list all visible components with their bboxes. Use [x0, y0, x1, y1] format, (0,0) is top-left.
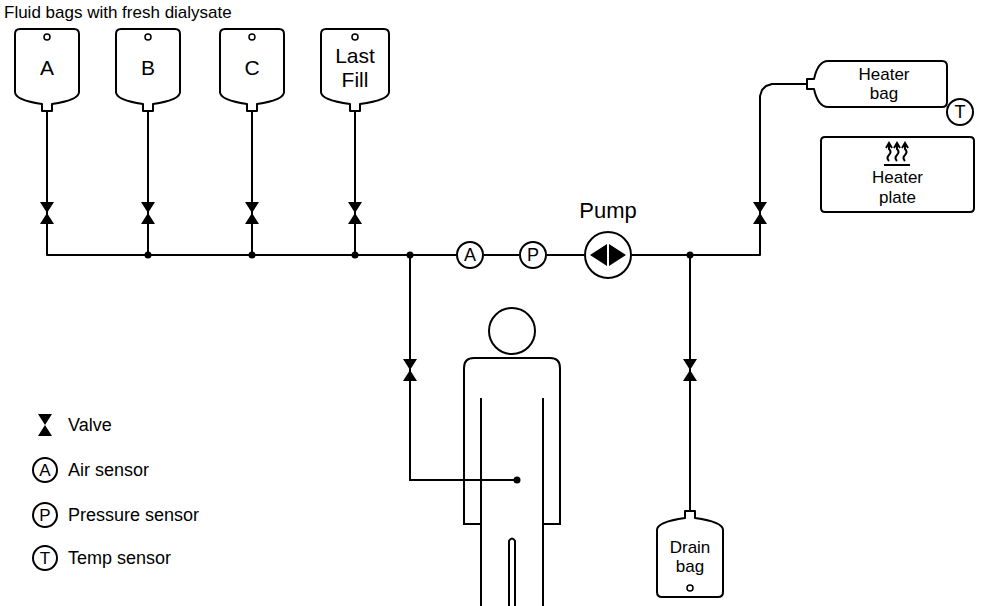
drain-bag-shape — [657, 511, 723, 597]
dialysate-bag: C — [219, 28, 285, 112]
sensor-letter: A — [30, 455, 60, 485]
air-sensor: A — [456, 241, 484, 269]
hanger-hole — [145, 34, 151, 40]
hanger-hole — [249, 34, 255, 40]
heat-base — [884, 164, 910, 166]
legend-sample — [30, 410, 60, 440]
catheter-dot — [514, 477, 521, 484]
heater-bag: Heater bagT — [806, 60, 948, 108]
heater-plate: Heater plate — [820, 136, 975, 213]
dialysate-bag-label: B — [141, 56, 155, 80]
pump-label: Pump — [579, 198, 636, 224]
heater-plate-label: Heater plate — [867, 168, 929, 206]
heater-bag-shape — [807, 61, 947, 107]
dialysate-bag: Last Fill — [320, 28, 390, 112]
patient-body — [464, 358, 560, 606]
air-sensor-circle — [457, 242, 483, 268]
legend-text: Pressure sensor — [68, 505, 199, 526]
fluid-line — [252, 112, 456, 255]
legend-text: Air sensor — [68, 460, 149, 481]
air-sensor-label: A — [464, 246, 476, 264]
pump-arrows — [590, 244, 626, 266]
heat-wave — [902, 143, 908, 161]
fluid-line — [47, 112, 456, 255]
pump-circle — [584, 231, 632, 279]
heat-wave — [894, 143, 900, 161]
fluid-line — [547, 254, 584, 256]
valve-symbol — [348, 202, 362, 224]
temp-sensor: T — [946, 98, 974, 126]
valve-symbol — [38, 414, 52, 436]
junction-dot — [249, 252, 256, 259]
fluid-line — [148, 112, 456, 255]
junction-dot — [352, 252, 359, 259]
patient-figure — [464, 308, 560, 606]
patient-head — [489, 308, 535, 354]
heater-bag-label: Heater bag — [853, 65, 915, 103]
temp-sensor-label: T — [955, 103, 966, 121]
hanger-hole — [352, 34, 358, 40]
fluid-line — [355, 112, 456, 255]
legend-text: Valve — [68, 415, 112, 436]
dialysate-bag-label: A — [40, 56, 54, 80]
pump: Pump — [577, 198, 639, 279]
hanger-hole — [687, 585, 693, 591]
drain-bag-label: Drain bag — [662, 538, 718, 576]
valve-symbols — [40, 202, 767, 381]
dialysate-bag: B — [115, 28, 181, 112]
dialysate-bag: A — [14, 28, 80, 112]
temp-sensor-circle — [947, 99, 973, 125]
dialysate-bag-label: C — [244, 56, 259, 80]
legend-row: Valve — [30, 410, 112, 440]
heat-symbol — [884, 143, 910, 165]
dialysate-bag-label: Last Fill — [326, 44, 384, 91]
junction-dot — [407, 252, 414, 259]
fluid-line — [484, 254, 519, 256]
pump-symbol — [584, 231, 632, 279]
legend-symbol — [30, 410, 60, 440]
valve-symbol — [245, 202, 259, 224]
legend-row: T Temp sensor — [30, 543, 171, 573]
legend-sample: A — [30, 455, 60, 485]
pressure-sensor-circle — [520, 242, 546, 268]
diagram-title: Fluid bags with fresh dialysate — [4, 3, 232, 23]
drain-bag: Drain bag — [656, 510, 724, 598]
legend-row: A Air sensor — [30, 455, 149, 485]
fluid-line — [632, 255, 690, 510]
valve-symbol — [683, 359, 697, 381]
hanger-hole — [44, 34, 50, 40]
valve-symbol — [753, 202, 767, 224]
pressure-sensor-label: P — [527, 246, 539, 264]
legend-text: Temp sensor — [68, 548, 171, 569]
pressure-sensor: P — [519, 241, 547, 269]
dialysate-bag-shape — [15, 29, 79, 111]
dialysate-bag-shape — [220, 29, 284, 111]
legend-row: P Pressure sensor — [30, 500, 199, 530]
sensor-letter: P — [30, 500, 60, 530]
valve-symbol — [40, 202, 54, 224]
dialysate-bag-shape — [116, 29, 180, 111]
junction-dots — [145, 252, 694, 484]
junction-dot — [145, 252, 152, 259]
legend-sample: T — [30, 543, 60, 573]
legend-sample: P — [30, 500, 60, 530]
dialysate-bag-shape — [321, 29, 389, 111]
fluid-line — [632, 84, 806, 255]
pump-outline — [585, 232, 631, 278]
sensor-letter: T — [30, 543, 60, 573]
heat-wave — [886, 143, 892, 161]
junction-dot — [687, 252, 694, 259]
heater-plate-shape — [821, 137, 974, 212]
valve-symbol — [141, 202, 155, 224]
